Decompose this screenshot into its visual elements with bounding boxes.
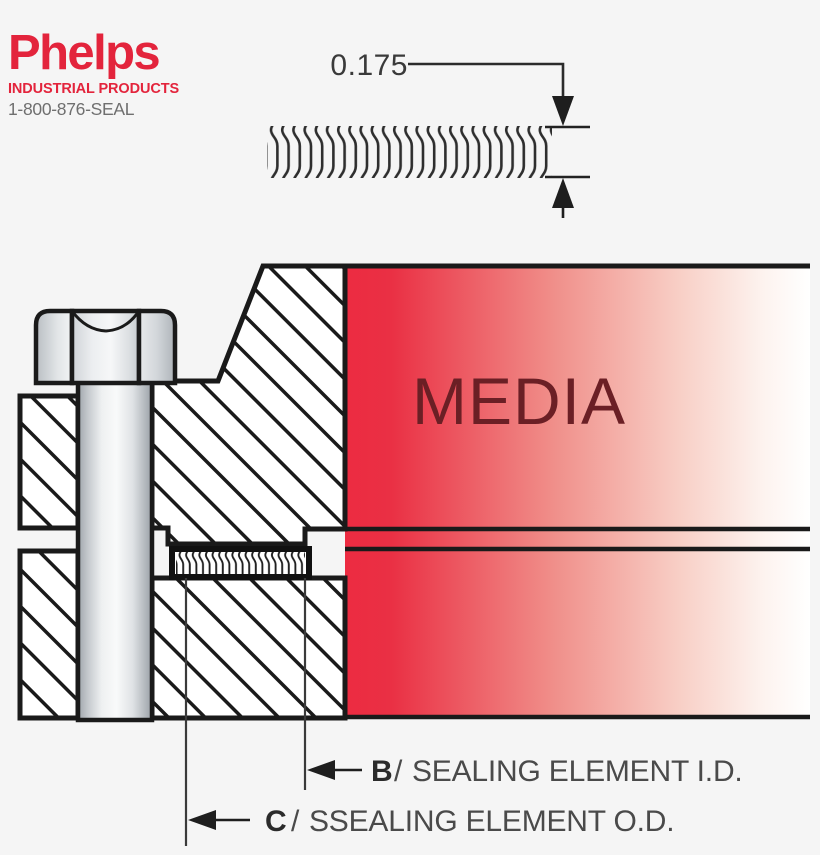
bolt-head-chamfer-right (105, 310, 141, 333)
sealing-element-gasket (169, 546, 312, 580)
callout-b-key: B (371, 755, 393, 788)
callout-c-arrowhead (188, 810, 216, 830)
callout-c-separator: / (291, 805, 300, 838)
media-label: MEDIA (412, 364, 626, 438)
logo-wordmark: Phelps (8, 26, 161, 80)
bore-outlines (263, 263, 810, 720)
thickness-detail: 0.175 (267, 49, 590, 218)
callout-b-text: SEALING ELEMENT I.D. (412, 755, 743, 788)
dim-leader-line (408, 62, 565, 106)
callout-b-arrowhead (307, 760, 335, 780)
sealing-element-detail-winding (267, 126, 552, 178)
upper-flange-section (17, 263, 348, 547)
bolt-head-facet-right (136, 308, 178, 386)
phelps-logo: Phelps INDUSTRIAL PRODUCTS 1-800-876-SEA… (8, 28, 208, 119)
callout-c-text: SSEALING ELEMENT O.D. (309, 805, 674, 838)
thickness-dimension-label: 0.175 (330, 49, 408, 82)
bolt-shank (75, 375, 155, 723)
callout-leaders (184, 578, 362, 846)
lower-flange-body (149, 575, 348, 721)
logo-phone-number: 1-800-876-SEAL (8, 99, 135, 119)
bolt-head-facet-left (33, 308, 75, 386)
media-fill-upper (345, 265, 810, 528)
bolt-head-chamfer-left (70, 310, 107, 333)
upper-flange-left-lug (17, 393, 81, 531)
callout-c-key: C (265, 805, 287, 838)
dim-arrow-down (552, 96, 574, 126)
callout-b: B / SEALING ELEMENT I.D. (371, 755, 743, 788)
callout-b-separator: / (394, 755, 403, 788)
callout-c: C / SSEALING ELEMENT O.D. (265, 805, 675, 838)
lower-flange-left-lug (17, 548, 81, 721)
media-fill-bore (345, 531, 810, 548)
media-region: MEDIA (345, 265, 810, 718)
gasket-winding-fill (176, 552, 305, 574)
media-fill-lower (345, 551, 810, 718)
dim-arrow-up (552, 178, 574, 208)
logo-tagline: INDUSTRIAL PRODUCTS (8, 81, 180, 97)
hex-head-bolt (33, 308, 178, 723)
upper-flange-body (149, 263, 348, 547)
